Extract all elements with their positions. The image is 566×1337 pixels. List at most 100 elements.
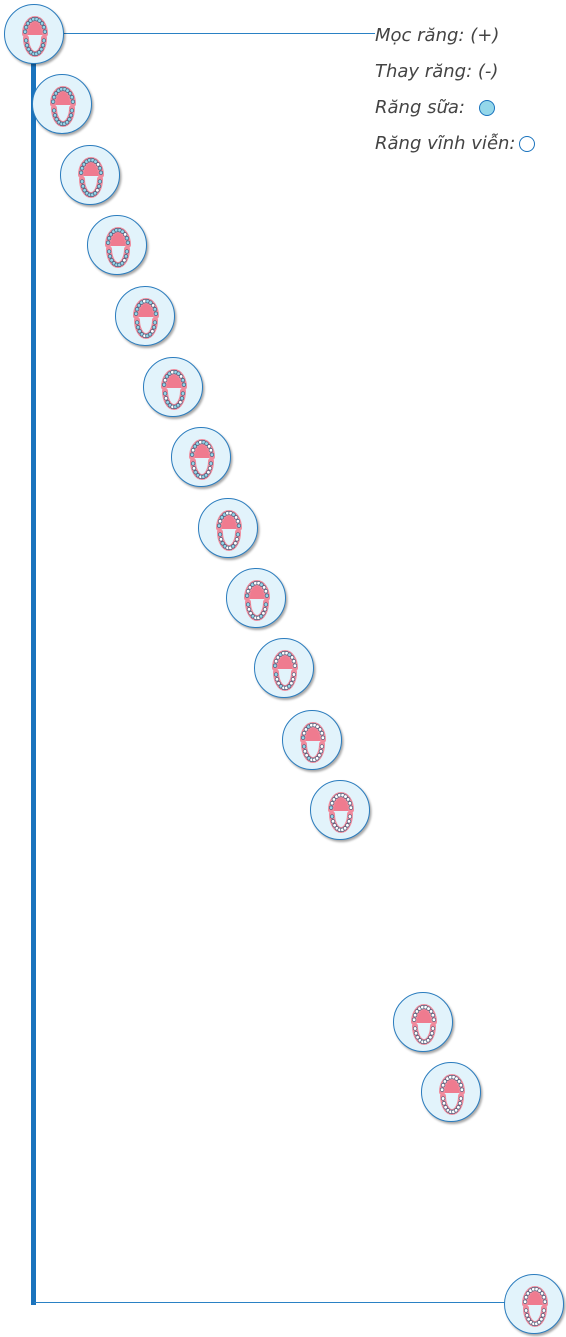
dental-arch-icon [161,369,187,410]
permanent-tooth [319,731,325,736]
primary-tooth [107,254,113,259]
dentition-stage-node[interactable] [254,638,314,698]
permanent-tooth [261,585,267,590]
permanent-tooth [291,659,297,664]
primary-tooth [176,371,181,376]
permanent-tooth [247,585,253,590]
permanent-tooth [541,1308,547,1313]
primary-tooth [329,814,335,819]
permanent-tooth [332,823,337,828]
permanent-tooth [431,1017,437,1022]
dentition-stage-node[interactable] [421,1062,481,1122]
dentition-stage-node[interactable] [198,498,258,558]
permanent-tooth [459,1087,465,1092]
dentition-stage-node[interactable] [282,710,342,770]
legend-erupt-label: Mọc răng: (+) [375,25,500,46]
dentition-stage-node[interactable] [393,992,453,1052]
primary-tooth [50,99,56,104]
permanent-tooth [429,1031,435,1036]
primary-tooth [175,403,181,408]
primary-tooth [98,170,104,175]
primary-tooth [231,512,236,517]
primary-tooth [26,47,31,52]
primary-tooth [41,25,47,30]
permanent-tooth [426,1006,431,1011]
permanent-tooth [317,753,322,758]
dental-arch-icon [22,16,48,57]
primary-tooth [42,29,48,34]
dental-arch-icon [244,580,270,621]
primary-tooth [235,532,241,537]
primary-tooth [134,320,140,325]
permanent-tooth [331,797,337,802]
dental-arch-icon [78,157,104,198]
permanent-tooth [262,607,268,612]
primary-tooth [134,307,140,312]
dental-arch-icon [439,1074,465,1115]
permanent-tooth [347,801,353,806]
permanent-tooth [457,1101,463,1106]
primary-tooth [193,470,198,475]
primary-tooth [39,47,44,52]
primary-tooth [192,444,198,449]
permanent-tooth [273,659,279,664]
permanent-tooth [442,1079,448,1084]
dentition-stage-node[interactable] [226,568,286,628]
primary-tooth [39,21,45,26]
primary-tooth [22,29,28,34]
permanent-tooth [441,1101,447,1106]
permanent-tooth [412,1013,418,1018]
primary-tooth [23,38,29,43]
primary-tooth [67,91,73,96]
primary-tooth [97,166,103,171]
primary-tooth [70,99,76,104]
permanent-tooth [413,1031,419,1036]
primary-tooth [190,461,196,466]
permanent-tooth [456,1079,462,1084]
primary-tooth [82,188,87,193]
permanent-tooth [345,823,350,828]
dentition-stage-node[interactable] [143,357,203,417]
dentition-stage-node[interactable] [115,286,175,346]
primary-tooth [135,325,141,330]
permanent-tooth [415,1035,420,1040]
dentition-stage-node[interactable] [87,215,147,275]
primary-tooth [244,593,250,598]
primary-tooth [124,249,130,254]
permanent-tooth [523,1308,529,1313]
dental-arch-icon [522,1286,548,1327]
permanent-tooth [456,1105,461,1110]
primary-tooth [216,523,222,528]
permanent-tooth [348,805,354,810]
primary-tooth [162,391,168,396]
permanent-tooth [122,232,128,237]
primary-tooth [236,523,242,528]
dentition-stage-node[interactable] [60,145,120,205]
permanent-tooth [346,819,352,824]
permanent-tooth [301,731,307,736]
permanent-tooth [428,1035,433,1040]
primary-tooth [245,602,251,607]
primary-tooth [161,382,167,387]
permanent-tooth [458,1096,464,1101]
permanent-tooth [263,589,269,594]
primary-tooth [52,113,58,118]
permanent-tooth [274,677,280,682]
primary-tooth [203,473,209,478]
permanent-tooth [304,753,309,758]
dentition-stage-node[interactable] [32,74,92,134]
primary-tooth [287,652,292,657]
permanent-tooth [430,1013,436,1018]
final-stage-connector-line [34,1302,506,1303]
dentition-stage-node[interactable] [504,1274,564,1334]
primary-tooth [123,254,129,259]
dentition-stage-node[interactable] [4,4,64,64]
dentition-stage-node[interactable] [171,427,231,487]
permanent-tooth [275,655,281,660]
permanent-tooth [234,537,240,542]
permanent-tooth [314,756,320,761]
dentition-stage-node[interactable] [310,780,370,840]
legend-connector-line [34,33,375,34]
permanent-tooth [208,448,214,453]
permanent-tooth [425,1038,431,1043]
